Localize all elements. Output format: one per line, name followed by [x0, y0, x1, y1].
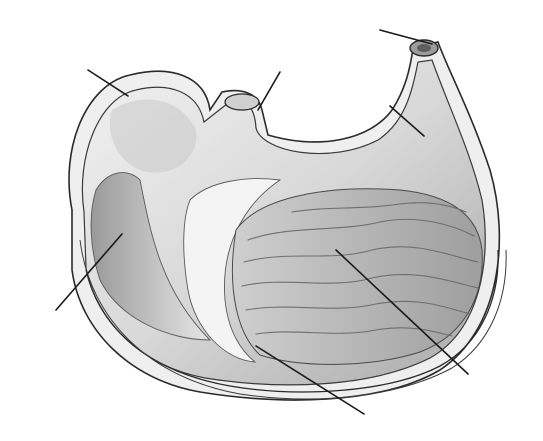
leader-line-esophagus: [380, 30, 432, 44]
pyloric-opening: [225, 94, 259, 110]
rugae-area: [232, 189, 482, 365]
leader-line-pylorus: [258, 72, 280, 110]
